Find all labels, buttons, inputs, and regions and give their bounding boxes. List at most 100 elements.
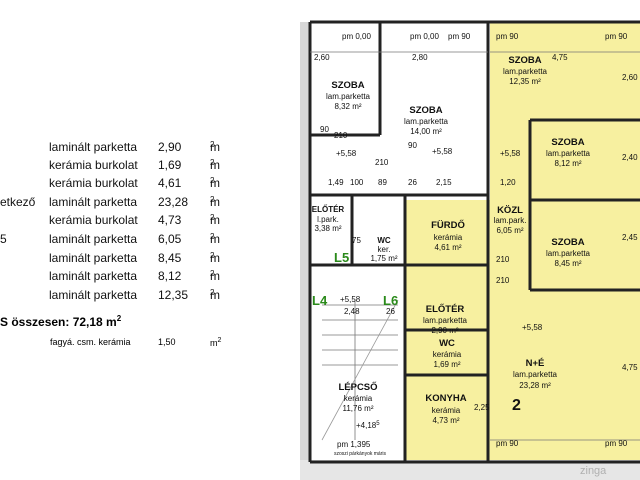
room-szoba-4: SZOBA lam.parketta 8,12 m² [546, 137, 591, 168]
svg-text:lam.parketta: lam.parketta [404, 117, 449, 126]
svg-text:12,35 m²: 12,35 m² [509, 77, 541, 86]
dim-label: 210 [375, 158, 389, 167]
dimension-labels: 2,60 2,80 90 210 90 210 1,49 100 89 26 2… [314, 32, 638, 448]
dim-label: pm 90 [496, 32, 519, 41]
dim-label: 1,20 [500, 178, 516, 187]
thin-lines [310, 51, 640, 441]
svg-text:N+É: N+É [526, 358, 545, 369]
dim-label: 2,45 [622, 233, 638, 242]
svg-text:8,32 m²: 8,32 m² [334, 102, 361, 111]
dim-label: 4,75 [622, 363, 638, 372]
dim-label: 90 [320, 125, 329, 134]
room-ne: N+É lam.parketta 23,28 m² [513, 358, 558, 390]
row-area: 12,35 [158, 288, 189, 302]
watermark: zinga [580, 465, 607, 477]
elev-lepcso: +4,185 [356, 421, 380, 430]
row-material: kerámia burkolat [49, 158, 138, 172]
svg-text:SZOBA: SZOBA [551, 137, 584, 148]
dim-label: pm 90 [605, 439, 628, 448]
dim-label: 26 [386, 307, 395, 316]
elev-szoba1: +5,58 [336, 149, 357, 158]
svg-text:lam.parketta: lam.parketta [326, 92, 371, 101]
elev-mid: +5,58 [340, 295, 361, 304]
svg-text:lam.parketta: lam.parketta [513, 370, 558, 379]
svg-text:lam.park.: lam.park. [494, 216, 527, 225]
dim-label: 210 [496, 276, 510, 285]
svg-text:ELŐTÉR: ELŐTÉR [312, 205, 345, 214]
svg-text:lam.parketta: lam.parketta [423, 316, 468, 325]
dim-label: 1,49 [328, 178, 344, 187]
room-wc-1: WC ker. 1,75 m² [370, 236, 397, 263]
svg-text:kerámia: kerámia [434, 233, 463, 242]
elev-top-pm90: pm 90 [448, 32, 471, 41]
elev-top-left: pm 0,00 [342, 32, 371, 41]
row-material: laminált parketta [49, 140, 138, 154]
room-kozl: KÖZL lam.park. 6,05 m² [494, 205, 527, 235]
svg-text:lam.parketta: lam.parketta [546, 149, 591, 158]
dim-label: 90 [408, 141, 417, 150]
elev-right-2: +5,58 [522, 323, 543, 332]
dim-label: 210 [496, 255, 510, 264]
total-area: S összesen: 72,18 m2 [0, 314, 122, 329]
svg-text:kerámia: kerámia [344, 394, 373, 403]
dim-label: 4,75 [552, 53, 568, 62]
svg-text:SZOBA: SZOBA [508, 55, 541, 66]
unit-fill [490, 22, 640, 462]
svg-text:6,05 m²: 6,05 m² [496, 226, 523, 235]
dim-label: 2,25 [474, 403, 490, 412]
svg-text:SZOBA: SZOBA [331, 80, 364, 91]
level-l5: L5 [334, 250, 349, 265]
bottom-strip [300, 460, 640, 480]
svg-text:kerámia: kerámia [432, 406, 461, 415]
lepcso-note: szoszi párkányok máris [334, 451, 386, 457]
dim-label: pm 90 [496, 439, 519, 448]
elev-szoba2: +5,58 [432, 147, 453, 156]
svg-text:ker.: ker. [378, 245, 391, 254]
svg-text:SZOBA: SZOBA [409, 105, 442, 116]
svg-text:KÖZL: KÖZL [497, 205, 523, 216]
svg-text:l.park.: l.park. [317, 215, 339, 224]
dim-label: 2,40 [622, 153, 638, 162]
dim-label: 75 [352, 236, 361, 245]
svg-text:LÉPCSŐ: LÉPCSŐ [338, 381, 377, 393]
row-material: laminált parketta [49, 251, 138, 265]
room-eloter-2: ELŐTÉR lam.parketta 2,90 m² [423, 303, 468, 335]
svg-text:SZOBA: SZOBA [551, 237, 584, 248]
row-room-name: 5 [0, 232, 7, 246]
row-material: laminált parketta [49, 195, 138, 209]
unit-number: 2 [512, 397, 521, 414]
dim-label: 89 [378, 178, 387, 187]
svg-text:1,69 m²: 1,69 m² [433, 360, 460, 369]
room-furdo: FÜRDŐ kerámia 4,61 m² [431, 219, 465, 252]
dim-label: 2,80 [412, 53, 428, 62]
row-material: kerámia burkolat [49, 176, 138, 190]
svg-text:WC: WC [439, 338, 455, 349]
row-area: 6,05 [158, 232, 182, 246]
row-area: 8,12 [158, 269, 182, 283]
svg-text:3,38 m²: 3,38 m² [314, 224, 341, 233]
row-material: laminált parketta [49, 269, 138, 283]
row-area: 2,90 [158, 140, 182, 154]
footnote-unit: m2 [210, 337, 222, 348]
svg-text:8,45 m²: 8,45 m² [554, 259, 581, 268]
room-lepcso: LÉPCSŐ kerámia 11,76 m² [338, 381, 377, 413]
room-szoba-3: SZOBA lam.parketta 12,35 m² [503, 55, 548, 86]
level-l6: L6 [383, 293, 398, 308]
row-material: laminált parketta [49, 232, 138, 246]
row-area: 1,69 [158, 158, 182, 172]
svg-text:ELŐTÉR: ELŐTÉR [426, 303, 465, 315]
floor-plan: SZOBA lam.parketta 8,32 m² SZOBA lam.par… [300, 20, 640, 480]
room-szoba-5: SZOBA lam.parketta 8,45 m² [546, 237, 591, 268]
level-l4: L4 [312, 293, 328, 308]
